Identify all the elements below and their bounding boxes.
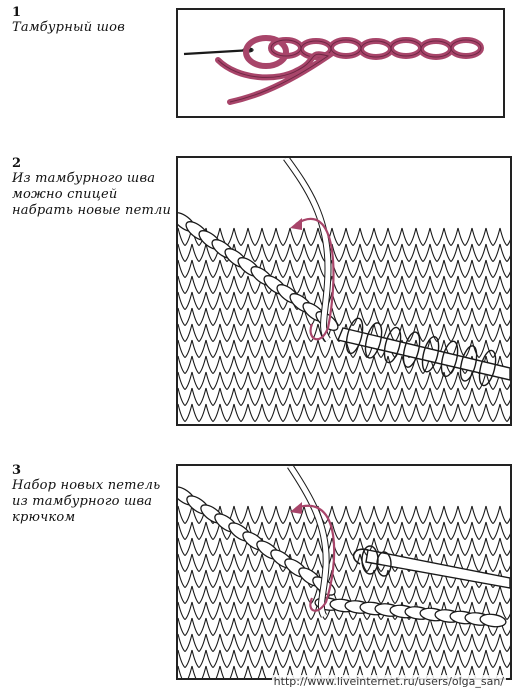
watermark-url: http://www.liveinternet.ru/users/olga_sa…	[271, 675, 506, 688]
direction-arrow	[295, 504, 336, 612]
pickup-hook-drawing	[178, 466, 510, 678]
figure-1-text: Тамбурный шов	[12, 20, 125, 35]
thread-tail	[215, 51, 335, 105]
needle-icon	[183, 48, 253, 56]
working-yarn	[287, 466, 329, 618]
figure-3-line-1: Набор новых петель	[12, 478, 161, 493]
figure-3-line-3: крючком	[12, 510, 76, 525]
chain-stitch-illustration	[176, 8, 505, 118]
figure-1-caption: 1 Тамбурный шов	[12, 6, 172, 36]
hook-loops	[361, 545, 392, 577]
crochet-hook-icon	[365, 549, 510, 589]
figure-2-line-1: Из тамбурного шва	[12, 171, 156, 186]
working-yarn	[283, 158, 331, 342]
figure-2-line-2: можно спицей	[12, 187, 118, 202]
direction-arrow	[295, 217, 335, 341]
figure-3-line-2: из тамбурного шва	[12, 494, 153, 509]
figure-3-caption: 3 Набор новых петель из тамбурного шва к…	[12, 464, 172, 526]
chain-links	[243, 35, 484, 69]
figure-2-caption: 2 Из тамбурного шва можно спицей набрать…	[12, 157, 172, 219]
knit-fabric	[178, 505, 510, 678]
needle-loops	[345, 317, 497, 387]
figure-3-number: 3	[12, 463, 22, 478]
figure-2-line-3: набрать новые петли	[12, 203, 172, 218]
chain-edge	[178, 212, 339, 331]
pickup-needle-drawing	[178, 158, 510, 423]
pickup-with-needle-illustration	[176, 156, 512, 426]
figure-2-number: 2	[12, 156, 22, 171]
figure-1-number: 1	[12, 5, 22, 20]
chain-stitch-drawing	[183, 35, 484, 105]
pickup-with-hook-illustration	[176, 464, 512, 680]
